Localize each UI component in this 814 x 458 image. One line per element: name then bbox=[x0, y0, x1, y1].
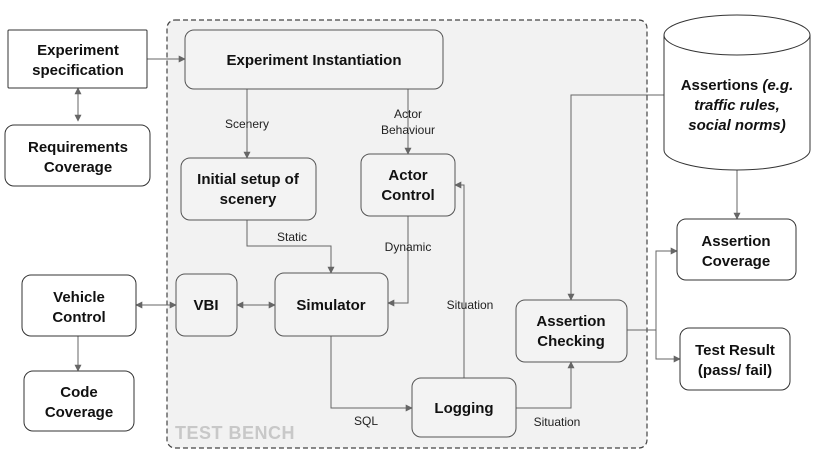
svg-text:Initial setup of: Initial setup of bbox=[197, 171, 300, 188]
edge-label-dynamic: Dynamic bbox=[385, 240, 432, 254]
edge-checking-to-coverage bbox=[627, 247, 678, 331]
node-actor-control: Actor Control bbox=[360, 153, 456, 217]
node-initial-setup: Initial setup of scenery bbox=[180, 157, 317, 221]
edge-label-static: Static bbox=[277, 230, 307, 244]
svg-text:VBI: VBI bbox=[193, 297, 218, 314]
node-logging: Logging bbox=[411, 377, 517, 438]
edge-simulator-to-logging bbox=[330, 336, 413, 412]
edge-assertions-to-checking bbox=[567, 94, 664, 301]
node-assertions-database: Assertions (e.g. traffic rules, social n… bbox=[663, 14, 811, 171]
edge-logging-to-actor bbox=[454, 181, 465, 378]
svg-text:(pass/ fail): (pass/ fail) bbox=[698, 362, 772, 379]
svg-text:specification: specification bbox=[32, 62, 124, 79]
svg-text:Assertions (e.g.: Assertions (e.g. bbox=[681, 77, 794, 94]
svg-text:Experiment Instantiation: Experiment Instantiation bbox=[226, 52, 401, 69]
node-vehicle-control: Vehicle Control bbox=[21, 274, 137, 337]
svg-text:Assertion: Assertion bbox=[536, 313, 605, 330]
edge-label-behaviour: Behaviour bbox=[381, 123, 435, 137]
node-simulator: Simulator bbox=[274, 272, 389, 337]
svg-text:Logging: Logging bbox=[434, 400, 493, 417]
svg-text:Coverage: Coverage bbox=[44, 159, 112, 176]
edge-checking-to-result bbox=[655, 330, 681, 363]
svg-text:Coverage: Coverage bbox=[45, 404, 113, 421]
edge-setup-to-simulator bbox=[246, 220, 335, 274]
svg-text:Actor: Actor bbox=[388, 167, 427, 184]
svg-text:Control: Control bbox=[52, 309, 105, 326]
svg-text:Experiment: Experiment bbox=[37, 42, 119, 59]
svg-text:traffic rules,: traffic rules, bbox=[694, 97, 780, 114]
edge-label-situation-up: Situation bbox=[447, 298, 494, 312]
edge-label-actor: Actor bbox=[394, 107, 422, 121]
svg-text:Test Result: Test Result bbox=[695, 342, 775, 359]
node-experiment-instantiation: Experiment Instantiation bbox=[184, 29, 444, 90]
svg-text:Vehicle: Vehicle bbox=[53, 289, 105, 306]
svg-text:Code: Code bbox=[60, 384, 98, 401]
edge-label-situation-right: Situation bbox=[534, 415, 581, 429]
svg-text:Simulator: Simulator bbox=[296, 297, 365, 314]
node-assertion-checking: Assertion Checking bbox=[515, 299, 628, 363]
svg-text:Requirements: Requirements bbox=[28, 139, 128, 156]
node-requirements-coverage: Requirements Coverage bbox=[4, 124, 151, 187]
svg-text:Control: Control bbox=[381, 187, 434, 204]
node-test-result: Test Result (pass/ fail) bbox=[679, 327, 791, 391]
test-bench-title: TEST BENCH bbox=[175, 423, 295, 443]
edge-logging-to-assertion bbox=[516, 361, 575, 409]
edge-label-sql: SQL bbox=[354, 414, 378, 428]
svg-text:Checking: Checking bbox=[537, 333, 605, 350]
node-vbi: VBI bbox=[175, 273, 238, 337]
svg-text:Coverage: Coverage bbox=[702, 253, 770, 270]
edge-label-scenery: Scenery bbox=[225, 117, 269, 131]
svg-text:scenery: scenery bbox=[220, 191, 277, 208]
node-experiment-specification: Experiment specification bbox=[7, 29, 148, 89]
svg-text:social norms): social norms) bbox=[688, 117, 786, 134]
edge-actor-to-simulator bbox=[387, 216, 409, 307]
node-assertion-coverage: Assertion Coverage bbox=[676, 218, 797, 281]
svg-text:Assertion: Assertion bbox=[701, 233, 770, 250]
node-code-coverage: Code Coverage bbox=[23, 370, 135, 432]
